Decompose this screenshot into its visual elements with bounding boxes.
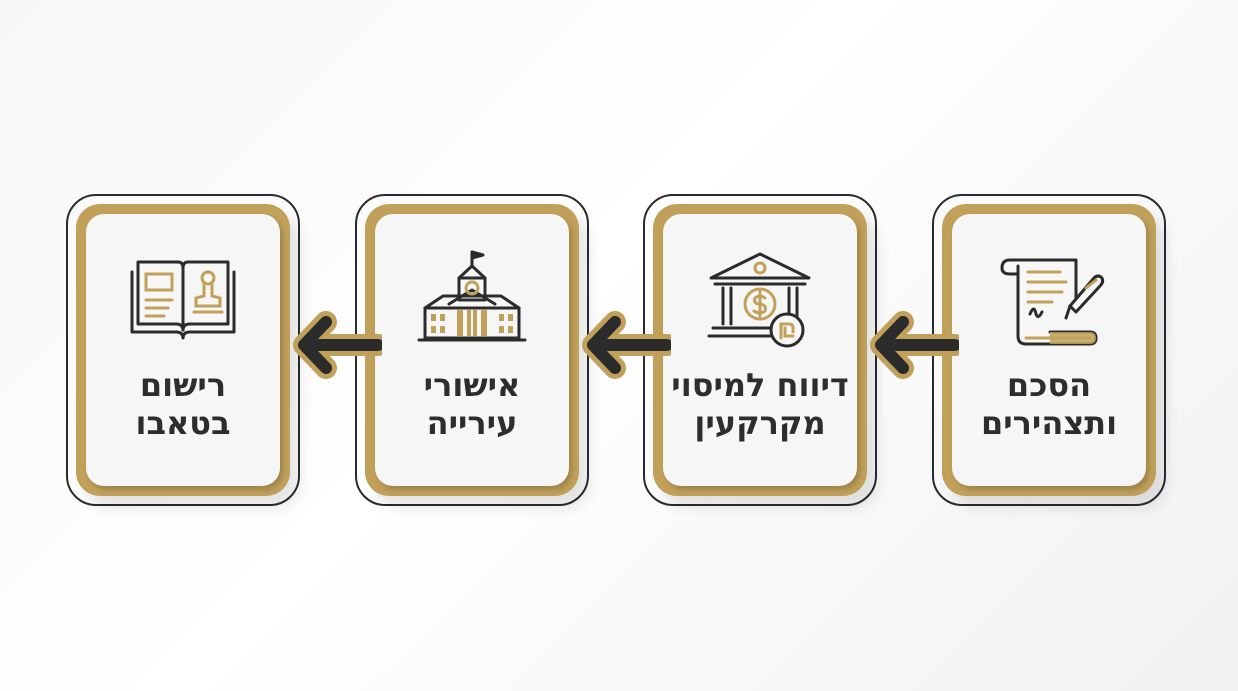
- step-label-line2: עירייה: [426, 404, 518, 442]
- flow-arrow-icon: [870, 311, 959, 379]
- step-label: רישום בטאבו: [86, 366, 280, 442]
- step-label-line2: בטאבו: [135, 404, 231, 442]
- step-label-line1: רישום: [139, 366, 227, 404]
- step-card-tax: דיווח למיסוי מקרקעין: [643, 194, 877, 506]
- step-label-line1: הסכם: [1006, 366, 1092, 404]
- card-inner: רישום בטאבו: [86, 214, 280, 486]
- step-label: אישורי עירייה: [375, 366, 569, 442]
- step-label-line2: מקרקעין: [694, 404, 826, 442]
- step-label-line1: דיווח למיסוי: [671, 366, 849, 404]
- step-card-city: אישורי עירייה: [355, 194, 589, 506]
- step-label: הסכם ותצהירים: [952, 366, 1146, 442]
- card-inner: הסכם ותצהירים: [952, 214, 1146, 486]
- bank-shekel-icon: [707, 252, 811, 348]
- step-card-agreement: הסכם ותצהירים: [932, 194, 1166, 506]
- city-hall-icon: [417, 250, 527, 342]
- contract-quill-icon: [1000, 258, 1105, 346]
- step-label: דיווח למיסוי מקרקעין: [663, 366, 857, 442]
- step-label-line1: אישורי: [423, 366, 521, 404]
- step-card-registry: רישום בטאבו: [66, 194, 300, 506]
- flow-arrow-icon: [293, 311, 382, 379]
- card-inner: אישורי עירייה: [375, 214, 569, 486]
- step-label-line2: ותצהירים: [980, 404, 1118, 442]
- card-inner: דיווח למיסוי מקרקעין: [663, 214, 857, 486]
- ledger-stamp-icon: [130, 260, 236, 340]
- flow-arrow-icon: [582, 311, 671, 379]
